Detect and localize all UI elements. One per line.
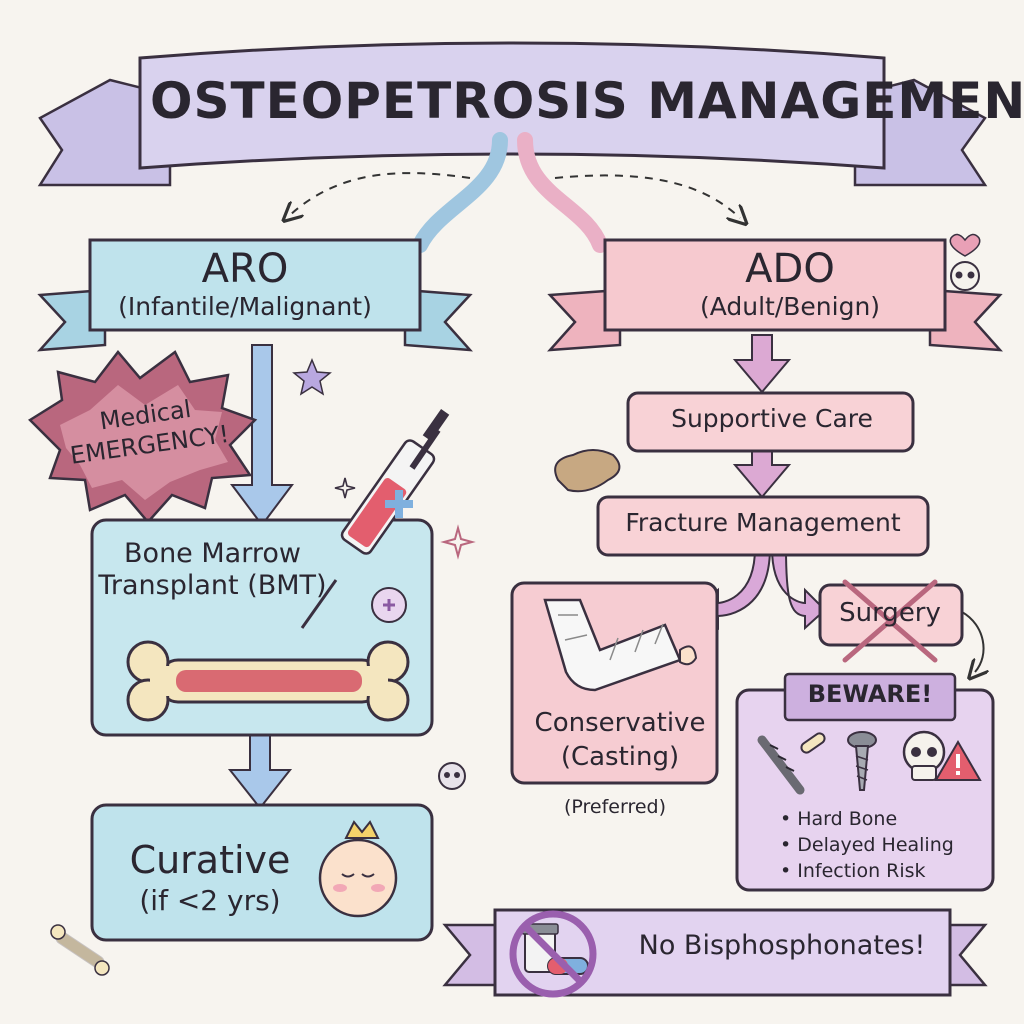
bone-fragment-icon — [554, 449, 621, 493]
aro-heading: ARO — [201, 246, 289, 292]
cross-icon — [842, 579, 938, 663]
curative-condition: (if <2 yrs) — [139, 884, 281, 917]
fracture-management-label: Fracture Management — [625, 508, 901, 537]
skull-icon — [902, 730, 946, 781]
syringe-icon — [300, 409, 450, 629]
risk-item: Infection Risk — [780, 858, 990, 884]
arrow-ado-to-supportive — [732, 334, 792, 394]
plus-icon — [371, 587, 407, 623]
warning-icon — [934, 740, 982, 781]
arrow-fracture-to-surgery — [770, 547, 827, 631]
surgery-label: Surgery — [839, 598, 941, 628]
title-banner — [37, 41, 988, 187]
warning-banner — [442, 908, 988, 997]
ado-heading: ADO — [745, 246, 835, 292]
arrow-title-to-ado — [517, 132, 608, 253]
curative-label: Curative — [129, 838, 291, 882]
supportive-care-label: Supportive Care — [671, 404, 873, 433]
risk-item: Hard Bone — [780, 806, 990, 832]
heart-icon — [949, 233, 981, 257]
bmt-label: Bone Marrow Transplant (BMT) — [98, 538, 327, 601]
sparkle-icon — [334, 477, 476, 560]
arrow-dash-left — [290, 172, 471, 215]
small-bone-icon — [50, 924, 110, 976]
emergency-starburst-inner — [60, 385, 228, 500]
risk-list: Hard Bone Delayed Healing Infection Risk — [780, 806, 990, 884]
fracture-management-box — [596, 495, 930, 557]
no-pills-icon — [509, 910, 597, 998]
no-bisphosphonates-label: No Bisphosphonates! — [638, 930, 926, 961]
aro-banner — [36, 238, 474, 352]
ado-banner — [547, 238, 1003, 352]
small-skull-icon — [438, 261, 980, 790]
surgery-box — [818, 583, 964, 647]
page-title: OSTEOPETROSIS MANAGEMENT — [150, 72, 1024, 130]
beware-label: BEWARE! — [807, 680, 933, 708]
risk-item: Delayed Healing — [780, 832, 990, 858]
arrow-aro-to-bmt — [230, 344, 294, 527]
baby-icon — [318, 820, 398, 918]
beware-header — [783, 672, 957, 722]
aro-subheading: (Infantile/Malignant) — [118, 292, 372, 321]
arrow-bmt-to-curative — [227, 734, 293, 810]
arrow-surgery-to-beware — [961, 611, 984, 672]
bone-icon — [126, 640, 410, 722]
supportive-care-box — [626, 391, 915, 453]
star-icon — [292, 358, 332, 396]
arrow-dash-right — [554, 174, 740, 218]
conservative-label: Conservative (Casting) — [534, 708, 706, 772]
broken-drill-icon — [757, 732, 826, 795]
screw-icon — [847, 731, 877, 791]
arrow-title-to-aro — [412, 132, 508, 253]
ado-subheading: (Adult/Benign) — [699, 292, 881, 321]
preferred-label: (Preferred) — [563, 796, 667, 818]
cast-arm-icon — [543, 598, 698, 692]
